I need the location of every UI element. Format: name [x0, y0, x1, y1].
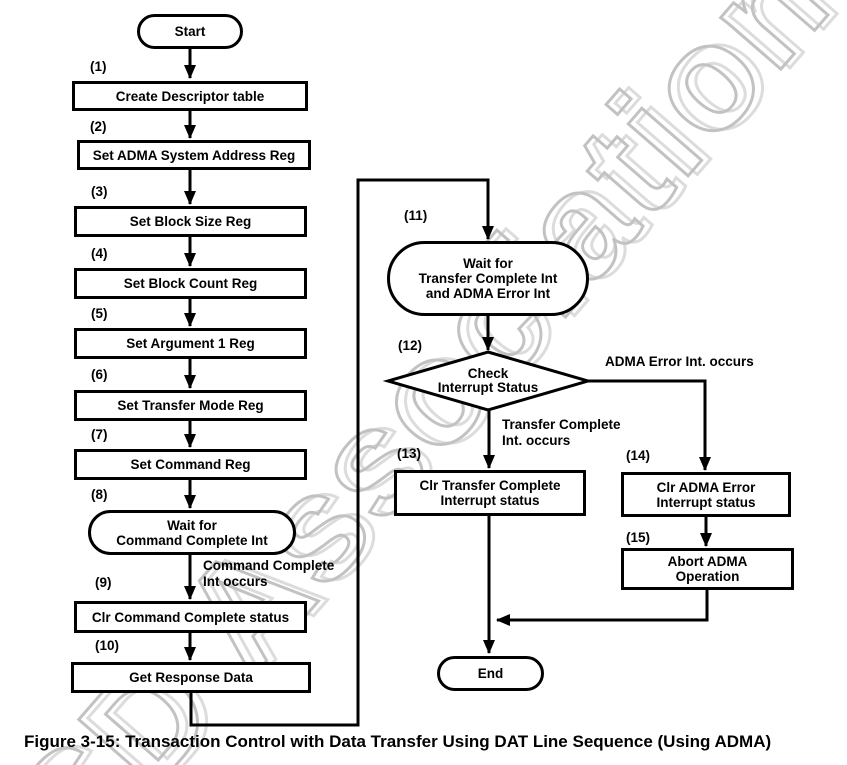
step-number-3: (3)	[91, 184, 108, 199]
step-number-10: (10)	[95, 638, 120, 653]
process-set-block-size-reg: Set Block Size Reg	[74, 206, 307, 237]
figure-caption: Figure 3-15: Transaction Control with Da…	[24, 732, 772, 751]
process-abort-adma-operation: Abort ADMA Operation	[621, 548, 794, 590]
edge-10-11-loop	[189, 178, 494, 727]
process-set-argument-1-reg: Set Argument 1 Reg	[74, 328, 307, 359]
process-get-response-data: Get Response Data	[71, 662, 311, 693]
step-number-8: (8)	[91, 487, 108, 502]
step-number-7: (7)	[91, 427, 108, 442]
step-number-4: (4)	[91, 246, 108, 261]
process-set-transfer-mode-reg: Set Transfer Mode Reg	[74, 390, 307, 421]
process-create-descriptor-table: Create Descriptor table	[72, 81, 308, 111]
step-number-12: (12)	[398, 338, 423, 353]
step-number-14: (14)	[626, 448, 651, 463]
step-number-6: (6)	[91, 367, 108, 382]
decision-check-interrupt-status: Check Interrupt Status	[437, 366, 539, 395]
edge-label-command-complete-int-occurs: Command Complete Int occurs	[203, 558, 335, 589]
decision-diamond-shape	[382, 350, 594, 412]
process-clr-transfer-complete-interrupt-status: Clr Transfer Complete Interrupt status	[394, 470, 586, 516]
edge-label-adma-error-int-occurs: ADMA Error Int. occurs	[605, 354, 754, 369]
process-set-block-count-reg: Set Block Count Reg	[74, 268, 307, 299]
edge-12-14	[588, 379, 711, 471]
step-number-11: (11)	[404, 208, 428, 223]
step-number-9: (9)	[95, 575, 112, 590]
step-number-15: (15)	[626, 530, 651, 545]
wait-transfer-complete-adma-error-int: Wait for Transfer Complete Int and ADMA …	[387, 241, 589, 316]
process-set-command-reg: Set Command Reg	[74, 449, 307, 480]
edge-label-transfer-complete-int-occurs: Transfer Complete Int. occurs	[502, 417, 621, 448]
process-clr-adma-error-interrupt-status: Clr ADMA Error Interrupt status	[621, 472, 791, 517]
start-terminal: Start	[137, 14, 243, 49]
end-terminal: End	[437, 656, 544, 691]
step-number-13: (13)	[397, 446, 422, 461]
step-number-5: (5)	[91, 306, 108, 321]
step-number-1: (1)	[90, 59, 107, 74]
process-clr-command-complete-status: Clr Command Complete status	[74, 601, 307, 633]
wait-command-complete-int: Wait for Command Complete Int	[88, 510, 296, 555]
step-number-2: (2)	[90, 119, 107, 134]
edge-15-join	[496, 590, 709, 626]
process-set-adma-system-address-reg: Set ADMA System Address Reg	[77, 140, 311, 170]
